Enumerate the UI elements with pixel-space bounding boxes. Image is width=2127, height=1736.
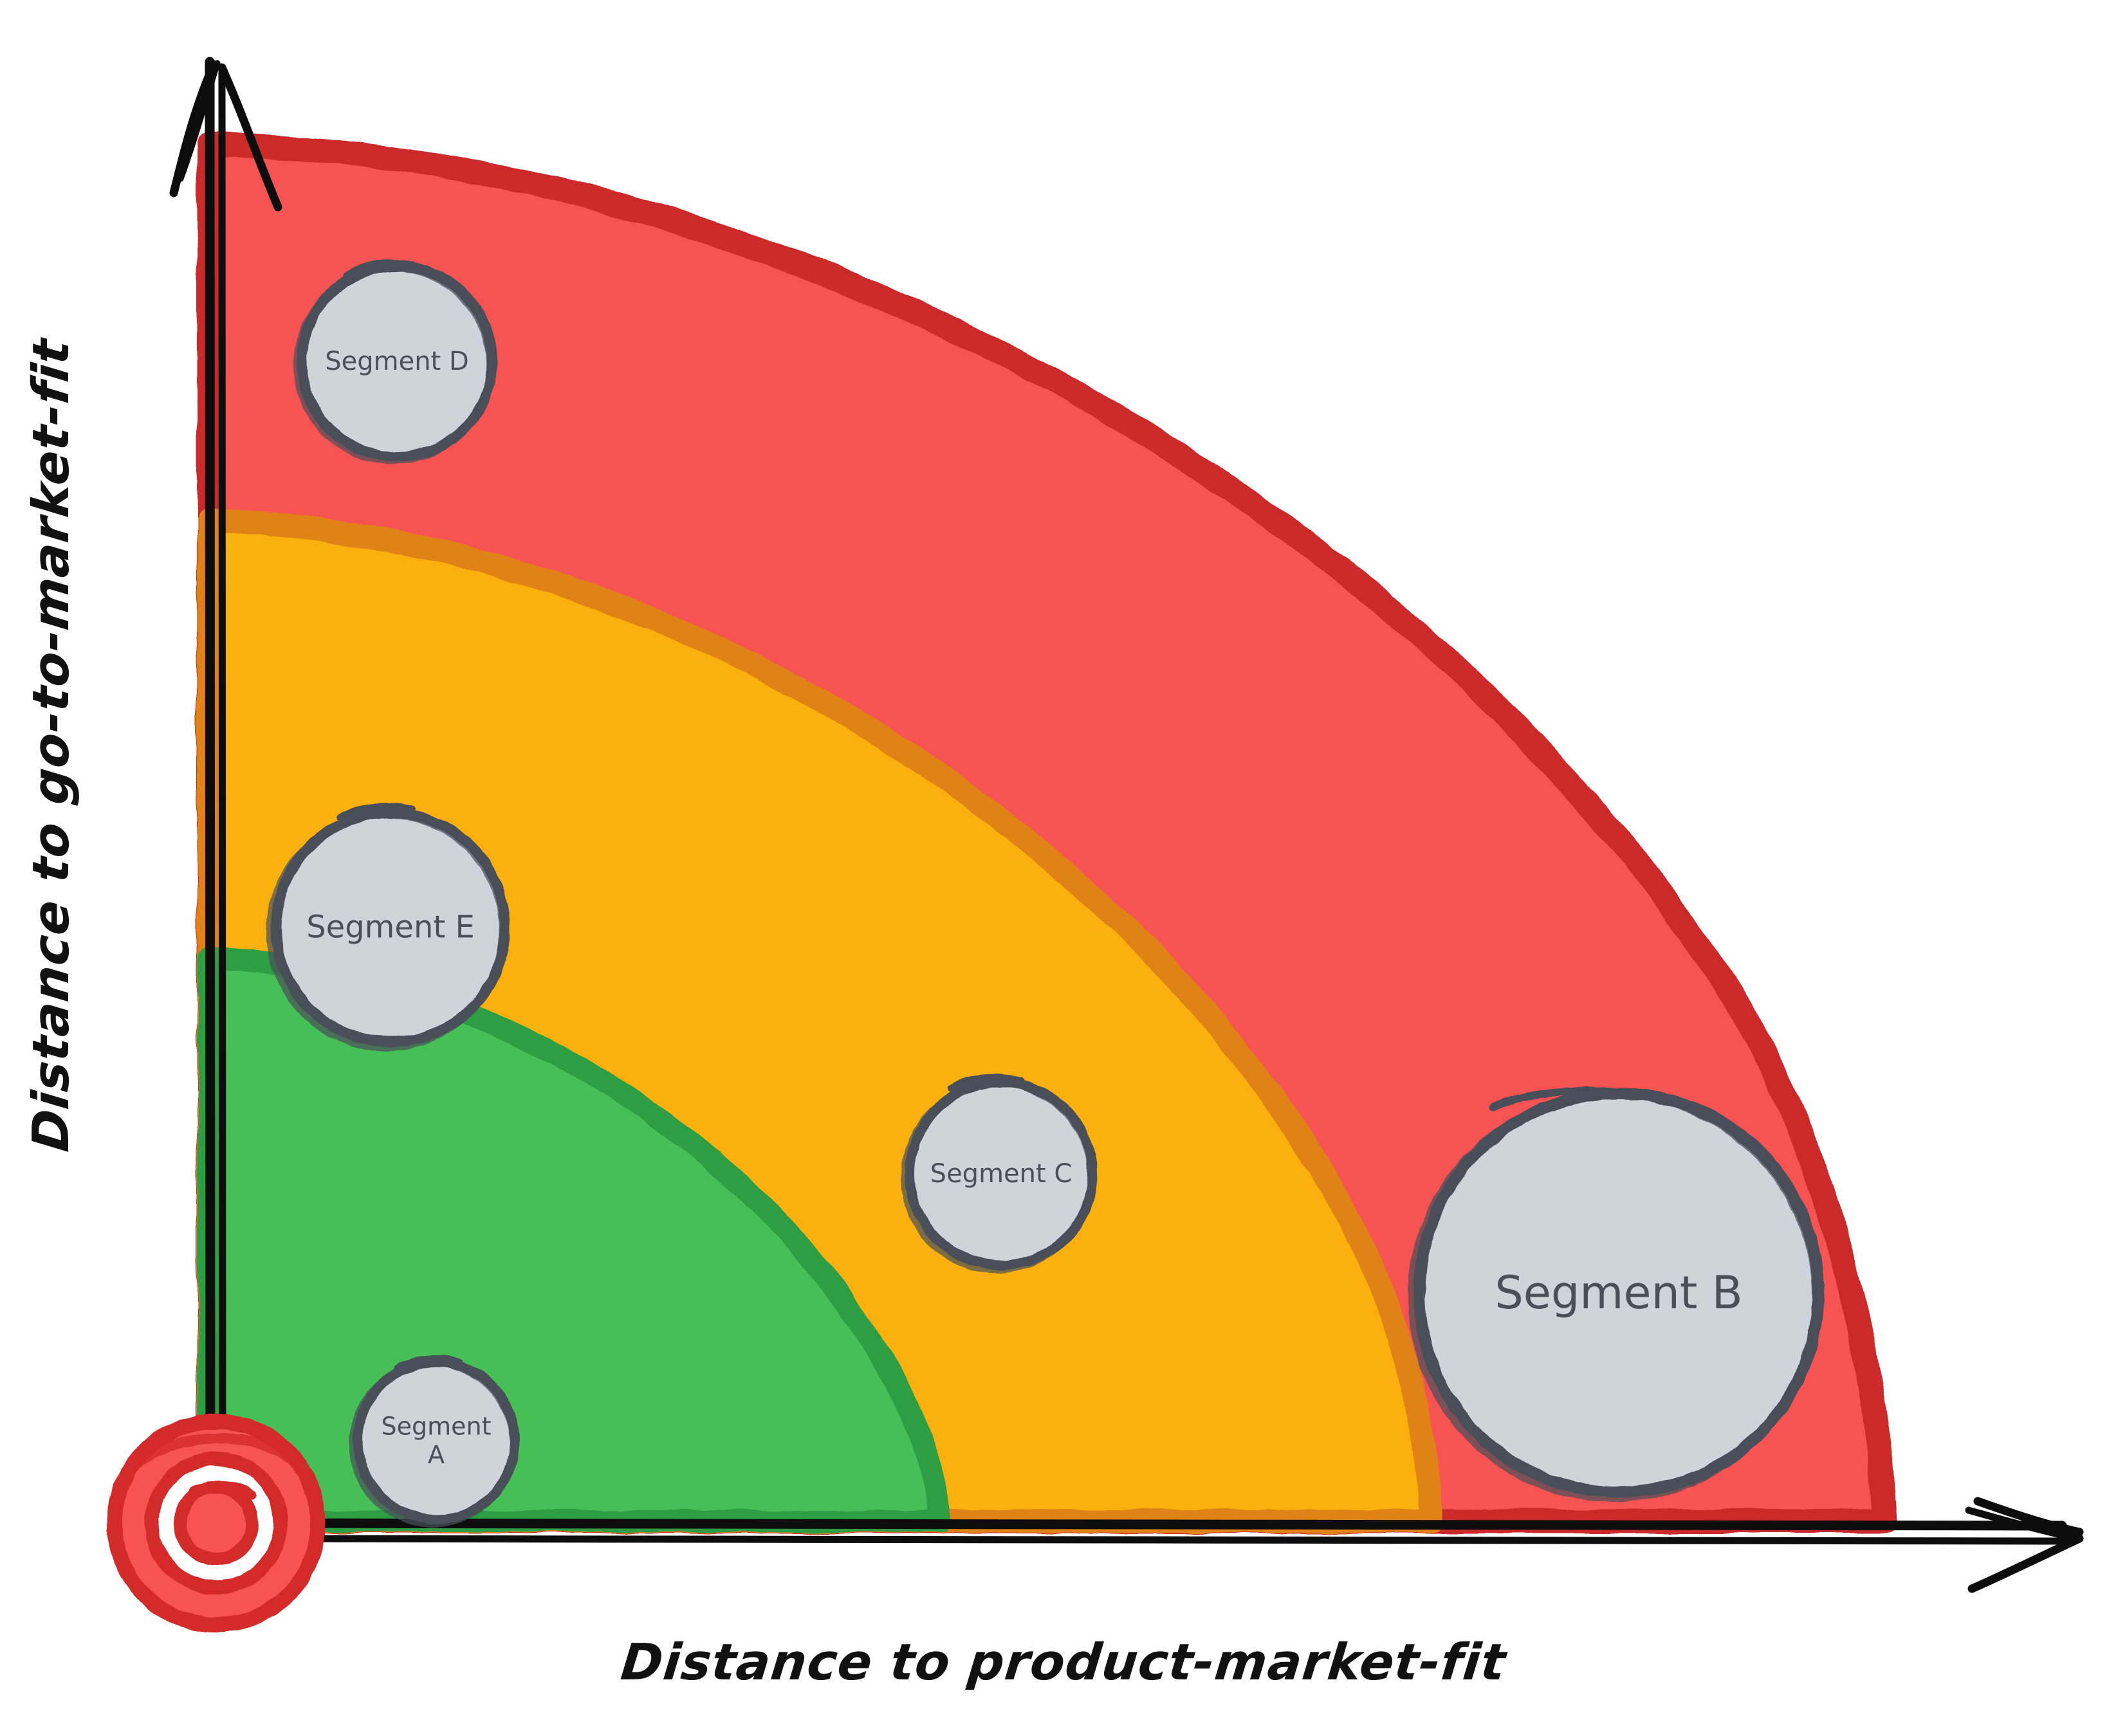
bubble-segment-d[interactable] [293,259,497,464]
y-axis-label: Distance to go-to-market-fit [23,336,80,1155]
origin-target-icon [107,1414,326,1632]
bubble-segment-e[interactable] [266,803,510,1051]
arrow-right-icon [1965,1497,2084,1593]
bubble-segment-a[interactable] [349,1355,520,1528]
bubble-segment-b[interactable] [1408,1086,1824,1503]
y-axis [169,57,282,1568]
x-axis-label: Distance to product-market-fit [618,1634,1509,1692]
arrow-up-icon [169,60,282,212]
bubble-segment-c[interactable] [901,1074,1098,1274]
